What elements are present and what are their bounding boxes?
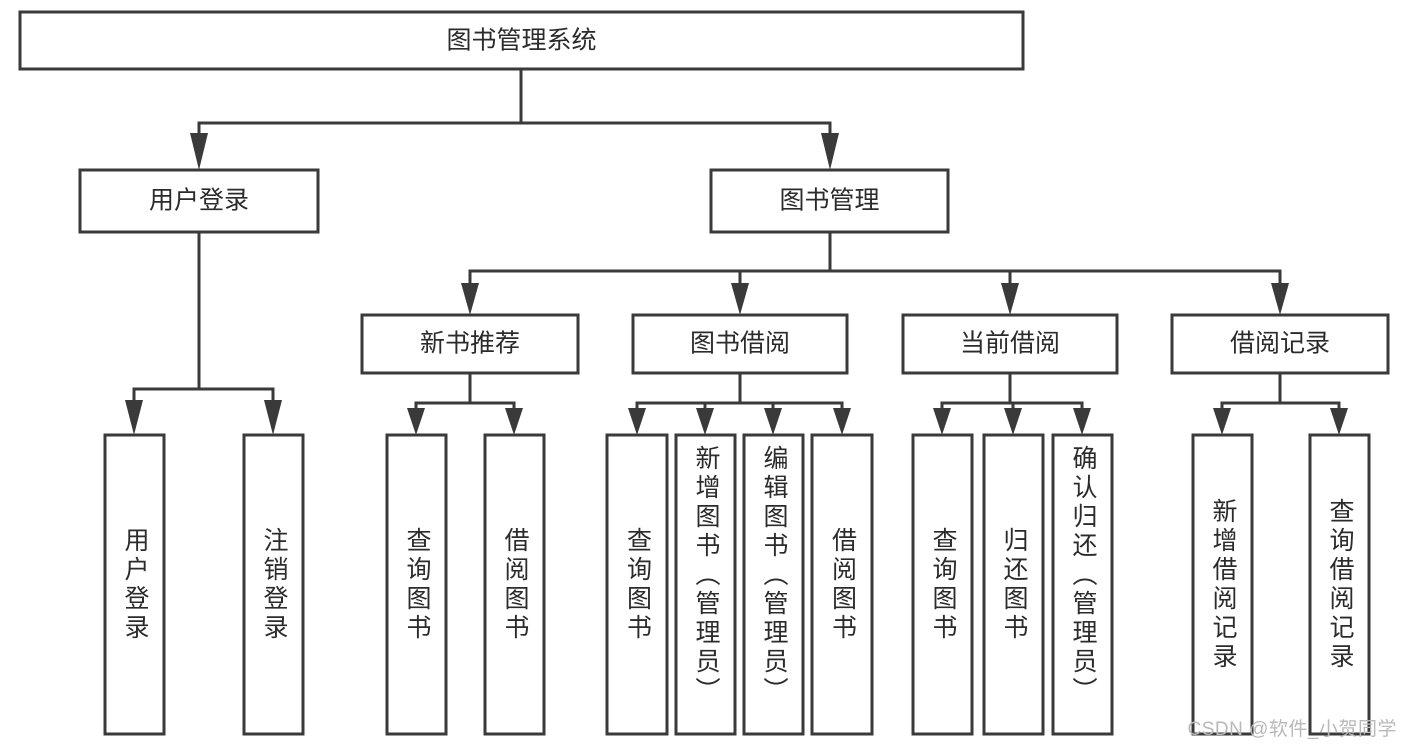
- connector-group-borrow-record: [1213, 371, 1348, 435]
- leaf-return-book-box[interactable]: [982, 433, 1045, 736]
- arrow-head-user-login: [190, 133, 208, 170]
- node-root[interactable]: 图书管理系统: [18, 10, 1025, 71]
- leaf-add-book-admin-box[interactable]: [674, 433, 737, 736]
- leaf-user-login-box[interactable]: [103, 433, 166, 736]
- leaf-logout-box[interactable]: [242, 433, 305, 736]
- node-user-login-label: 用户登录: [149, 187, 249, 215]
- leaf-boxes: [103, 433, 1371, 736]
- connector-group-user-login: [125, 230, 282, 435]
- node-current-borrow[interactable]: 当前借阅: [901, 313, 1119, 375]
- connector-group-book-borrow: [628, 371, 851, 435]
- leaf-query-borrow-record-box[interactable]: [1308, 433, 1371, 736]
- arrow-head-leaf-borrow-book-recommend: [505, 408, 523, 435]
- node-current-borrow-label: 当前借阅: [960, 330, 1060, 358]
- node-new-book-recommend[interactable]: 新书推荐: [360, 313, 580, 375]
- node-current-borrow-box[interactable]: [901, 313, 1119, 375]
- node-user-login-box[interactable]: [78, 168, 320, 234]
- arrow-head-book-borrow: [731, 283, 749, 315]
- node-book-management-box[interactable]: [709, 168, 950, 234]
- arrow-head-leaf-logout: [264, 400, 282, 435]
- leaf-borrow-book-box[interactable]: [810, 433, 874, 736]
- node-root-box[interactable]: [18, 10, 1025, 71]
- node-book-borrow-label: 图书借阅: [690, 330, 790, 358]
- node-user-login[interactable]: 用户登录: [78, 168, 320, 234]
- arrow-head-new-book-recommend: [461, 283, 479, 315]
- arrow-head-leaf-add-book-admin: [696, 408, 714, 435]
- node-book-management[interactable]: 图书管理: [709, 168, 950, 234]
- node-borrow-record-box[interactable]: [1170, 313, 1390, 375]
- arrow-head-leaf-query-book-borrow: [628, 408, 646, 435]
- leaf-query-book-current-box[interactable]: [911, 433, 974, 736]
- node-borrow-record-label: 借阅记录: [1230, 330, 1330, 358]
- leaf-query-book-recommend-box[interactable]: [385, 433, 448, 736]
- leaf-query-book-borrow-box[interactable]: [605, 433, 669, 736]
- connector-group-new-book-recommend: [407, 371, 523, 435]
- arrow-head-current-borrow: [1001, 283, 1019, 315]
- arrow-head-leaf-query-book-current: [933, 408, 951, 435]
- arrow-head-leaf-query-borrow-record: [1330, 408, 1348, 435]
- watermark-text: CSDN @软件_小贺同学: [1187, 719, 1397, 740]
- leaf-confirm-return-admin-box[interactable]: [1051, 433, 1114, 736]
- connector-group-root: [190, 67, 839, 170]
- node-new-book-recommend-label: 新书推荐: [420, 330, 520, 358]
- connector-group-book-management: [461, 230, 1289, 315]
- node-book-borrow[interactable]: 图书借阅: [631, 313, 849, 375]
- node-borrow-record[interactable]: 借阅记录: [1170, 313, 1390, 375]
- node-root-label: 图书管理系统: [446, 27, 596, 55]
- arrow-head-leaf-edit-book-admin: [764, 408, 782, 435]
- leaf-add-borrow-record-box[interactable]: [1191, 433, 1254, 736]
- arrow-head-borrow-record: [1271, 283, 1289, 315]
- node-book-management-label: 图书管理: [779, 187, 879, 215]
- node-new-book-recommend-box[interactable]: [360, 313, 580, 375]
- node-book-borrow-box[interactable]: [631, 313, 849, 375]
- arrow-head-leaf-add-borrow-record: [1213, 408, 1231, 435]
- arrow-head-leaf-query-book-recommend: [407, 408, 425, 435]
- arrow-head-book-management: [821, 133, 839, 170]
- arrow-head-leaf-return-book: [1004, 408, 1022, 435]
- leaf-edit-book-admin-box[interactable]: [742, 433, 805, 736]
- arrow-head-leaf-borrow-book: [833, 408, 851, 435]
- leaf-borrow-book-recommend-box[interactable]: [483, 433, 546, 736]
- arrow-head-leaf-user-login: [125, 400, 143, 435]
- connector-group-current-borrow: [933, 371, 1091, 435]
- arrow-head-leaf-confirm-return-admin: [1073, 408, 1091, 435]
